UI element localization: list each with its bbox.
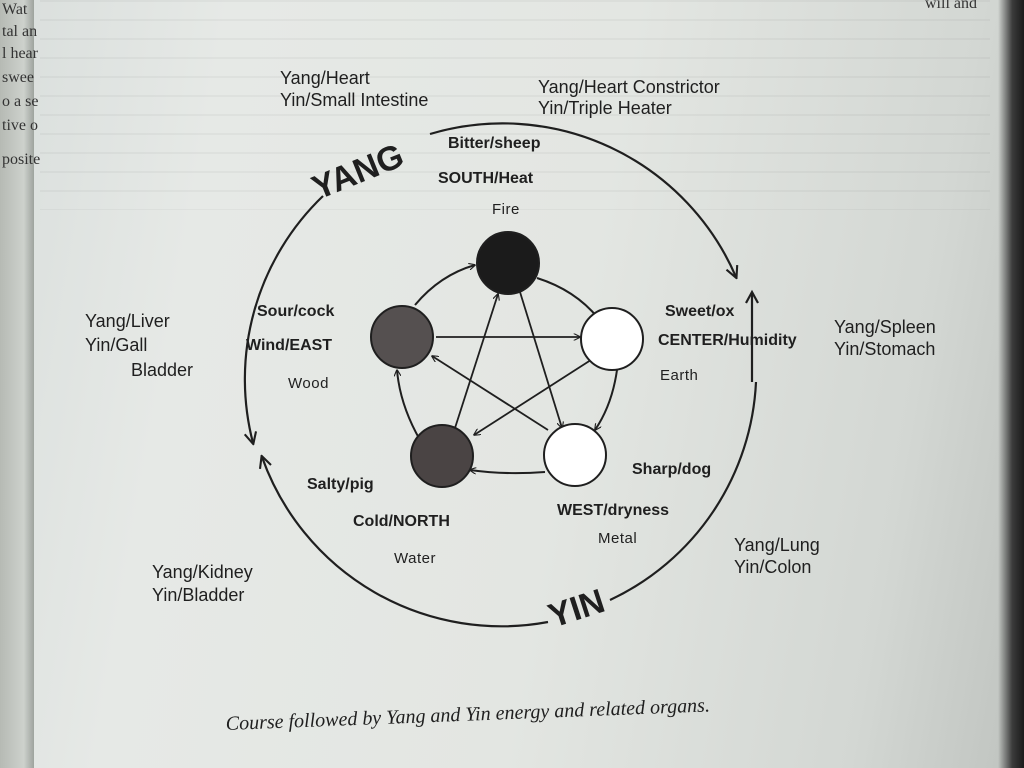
margin-fragment: l hear [2, 45, 39, 62]
arrow-earth-to-water [474, 357, 595, 435]
top-fragment: will and [925, 0, 977, 12]
organ-line: Yin/Colon [734, 557, 811, 577]
organ-line: Bladder [131, 360, 193, 380]
fire-direction: SOUTH/Heat [438, 170, 534, 187]
yin-arc-right [609, 381, 758, 601]
arrow-fire-to-metal [519, 291, 562, 428]
figure-caption: Course followed by Yang and Yin energy a… [225, 694, 710, 735]
yin-arc-arrowhead [745, 289, 759, 304]
organ-line: Yang/Liver [85, 311, 170, 331]
arrow-fire-to-earth [536, 277, 598, 318]
wood-labels: Sour/cock Wind/EAST Wood [246, 303, 334, 392]
earth-circle [580, 307, 644, 371]
organs-fire: Yang/Heart Yin/Small Intestine [280, 68, 428, 110]
yang-arc-left [243, 195, 324, 443]
margin-fragment: swee [2, 69, 34, 86]
book-gutter [0, 0, 34, 768]
wood-name: Wood [288, 375, 329, 392]
margin-fragment: tal an [2, 23, 37, 40]
organ-line: Yin/Gall [85, 335, 147, 355]
generating-cycle [397, 265, 618, 473]
water-labels: Salty/pig Cold/NORTH Water [307, 476, 450, 567]
organ-line: Yang/Heart [280, 68, 370, 88]
wood-direction: Wind/EAST [246, 337, 332, 354]
metal-circle [543, 423, 607, 487]
water-name: Water [394, 550, 436, 567]
organ-line: Yin/Stomach [834, 339, 935, 359]
organ-line: Yin/Small Intestine [280, 90, 428, 110]
margin-fragment: Wat [2, 1, 28, 18]
organs-earth: Yang/Spleen Yin/Stomach [834, 317, 936, 359]
wood-circle [370, 305, 434, 369]
page-edge-shadow [998, 0, 1024, 768]
metal-direction: WEST/dryness [557, 502, 669, 519]
earth-taste: Sweet/ox [665, 303, 734, 320]
arrow-water-to-fire [454, 294, 498, 429]
organ-line: Yang/Kidney [152, 562, 253, 582]
metal-labels: Sharp/dog WEST/dryness Metal [557, 461, 711, 547]
bleed-through-text [40, 0, 990, 210]
arrow-wood-to-fire [414, 265, 475, 306]
yin-label: YIN [544, 582, 610, 636]
yang-arc-top [429, 122, 736, 277]
yin-arc-bottom [262, 457, 549, 628]
organ-line: Yin/Bladder [152, 585, 244, 605]
yang-label: YANG [307, 137, 409, 208]
water-taste: Salty/pig [307, 476, 374, 493]
water-direction: Cold/NORTH [353, 513, 450, 530]
arrow-water-to-wood [397, 370, 421, 441]
margin-fragment: tive o [2, 117, 38, 134]
organ-line: Yang/Spleen [834, 317, 936, 337]
earth-name: Earth [660, 367, 698, 384]
fire-taste: Bitter/sheep [448, 135, 541, 152]
earth-direction: CENTER/Humidity [658, 332, 797, 349]
fire-circle [476, 231, 540, 295]
controlling-cycle [432, 291, 595, 435]
metal-name: Metal [598, 530, 637, 547]
arrow-metal-to-water [470, 470, 546, 473]
organs-fire-secondary: Yang/Heart Constrictor Yin/Triple Heater [538, 77, 720, 118]
outer-cycle [243, 122, 759, 628]
organ-line: Yin/Triple Heater [538, 98, 672, 118]
organs-water: Yang/Kidney Yin/Bladder [152, 562, 253, 605]
organs-metal: Yang/Lung Yin/Colon [734, 535, 820, 577]
arrow-metal-to-wood [432, 356, 549, 431]
organs-wood: Yang/Liver Yin/Gall Bladder [85, 311, 193, 380]
margin-fragment: posite [2, 151, 40, 168]
margin-fragments: Wat tal an l hear swee o a se tive o pos… [2, 0, 977, 168]
organ-line: Yang/Lung [734, 535, 820, 555]
fire-labels: Bitter/sheep SOUTH/Heat Fire [438, 135, 541, 218]
margin-fragment: o a se [2, 93, 38, 110]
fire-name: Fire [492, 201, 520, 218]
organ-line: Yang/Heart Constrictor [538, 77, 720, 97]
metal-taste: Sharp/dog [632, 461, 711, 478]
water-circle [410, 424, 474, 488]
arrow-earth-to-metal [595, 369, 618, 430]
earth-labels: Sweet/ox CENTER/Humidity Earth [658, 303, 797, 384]
wood-taste: Sour/cock [257, 303, 334, 320]
